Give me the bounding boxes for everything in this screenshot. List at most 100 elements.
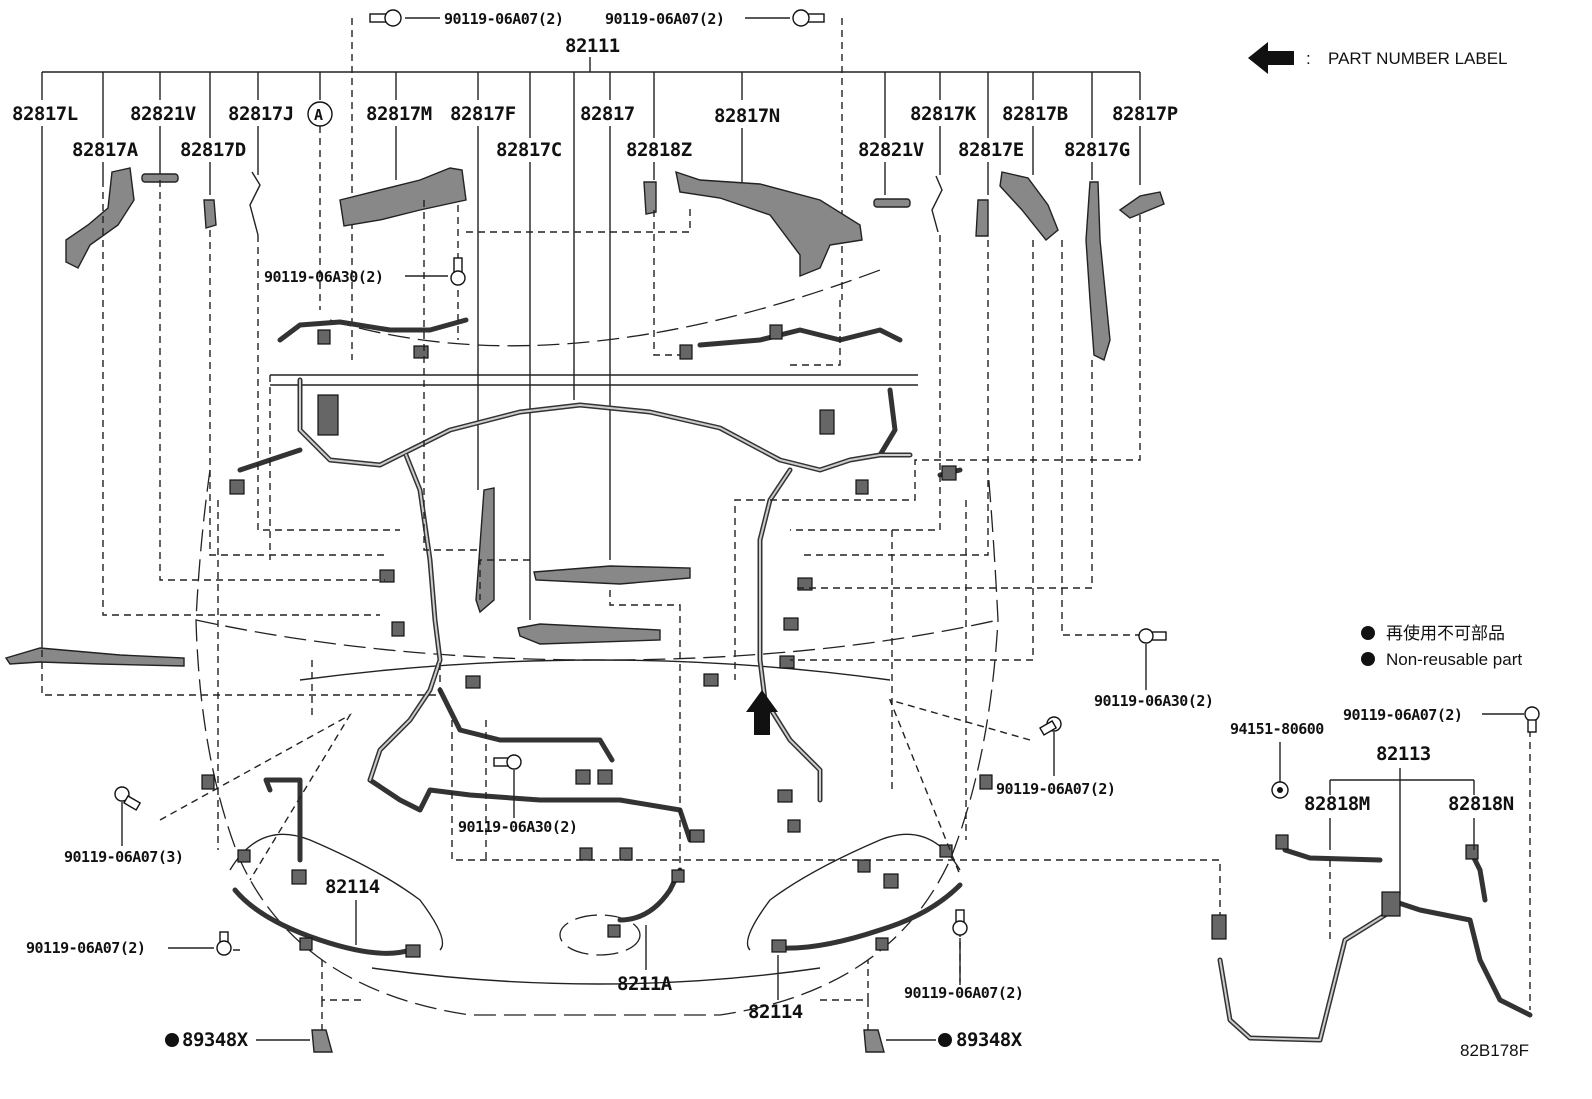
non-reusable-dot-icon bbox=[1361, 652, 1375, 666]
label-82817D: 82817D bbox=[180, 139, 246, 161]
connector bbox=[783, 617, 799, 631]
label-94151-80600: 94151-80600 bbox=[1230, 720, 1324, 738]
bracket-parts bbox=[4, 167, 1165, 667]
bolt-icon bbox=[952, 909, 968, 936]
label-bolt-a30-upper: 90119-06A30(2) bbox=[264, 268, 383, 286]
wire-82817K bbox=[931, 175, 943, 233]
connector bbox=[679, 344, 693, 360]
bracket-82818Z bbox=[643, 181, 657, 215]
connector bbox=[855, 479, 869, 495]
connector bbox=[787, 819, 801, 833]
connector bbox=[1381, 891, 1401, 917]
label-82817F: 82817F bbox=[450, 103, 516, 125]
label-82818Z: 82818Z bbox=[626, 139, 692, 161]
connector bbox=[237, 849, 251, 863]
legend-label: PART NUMBER LABEL bbox=[1328, 49, 1508, 68]
bracket-82821V-right bbox=[873, 198, 911, 208]
connector bbox=[597, 769, 613, 785]
part-number-label-arrow-icon bbox=[746, 690, 778, 735]
label-82113: 82113 bbox=[1376, 743, 1431, 765]
upper-part-labels: 82817L 82821V 82817J A 82817M 82817F 828… bbox=[12, 101, 1178, 161]
connectors bbox=[201, 324, 1479, 958]
label-82114-right: 82114 bbox=[748, 1001, 803, 1023]
bracket-82817L bbox=[4, 647, 185, 667]
non-reusable-dot-icon bbox=[165, 1033, 179, 1047]
label-bolt-top-left: 90119-06A07(2) bbox=[444, 10, 563, 28]
label-82114-left: 82114 bbox=[325, 876, 380, 898]
connector bbox=[671, 869, 685, 883]
label-bolt-a07-3: 90119-06A07(3) bbox=[64, 848, 183, 866]
label-82818N: 82818N bbox=[1448, 793, 1514, 815]
label-82817B: 82817B bbox=[1002, 103, 1068, 125]
bracket-82817N bbox=[675, 170, 863, 278]
drawing-code: 82B178F bbox=[1460, 1041, 1529, 1060]
wire-harness-82111 bbox=[232, 317, 1533, 1043]
connector bbox=[405, 944, 421, 958]
connector bbox=[229, 479, 245, 495]
bracket-82817 bbox=[533, 565, 691, 585]
connector bbox=[391, 621, 405, 637]
label-82817J: 82817J bbox=[228, 103, 294, 125]
bracket-82817B bbox=[999, 171, 1059, 241]
connector bbox=[299, 937, 313, 951]
connector bbox=[413, 345, 429, 359]
label-82817: 82817 bbox=[580, 103, 635, 125]
label-82817N: 82817N bbox=[714, 105, 780, 127]
label-bolt-a07-right-mid: 90119-06A07(2) bbox=[996, 780, 1115, 798]
label-89348X-right: 89348X bbox=[956, 1029, 1023, 1051]
connector bbox=[575, 769, 591, 785]
connector bbox=[883, 873, 899, 889]
inset-82113: 90119-06A07(2) 94151-80600 82113 82818M … bbox=[1230, 706, 1540, 1060]
connector bbox=[779, 655, 795, 669]
clip-82817E bbox=[975, 199, 989, 237]
label-82817C: 82817C bbox=[496, 139, 562, 161]
label-bolt-a07-inset: 90119-06A07(2) bbox=[1343, 706, 1462, 724]
label-82818M: 82818M bbox=[1304, 793, 1370, 815]
note-english: Non-reusable part bbox=[1386, 650, 1522, 669]
connector bbox=[317, 394, 339, 436]
connector bbox=[317, 329, 331, 345]
connector bbox=[1465, 844, 1479, 860]
wire-82817J bbox=[249, 171, 261, 236]
clip-82817F bbox=[475, 487, 495, 614]
connector bbox=[777, 789, 793, 803]
label-82817A: 82817A bbox=[72, 139, 139, 161]
connector bbox=[291, 869, 307, 885]
non-reusable-dot-icon bbox=[1361, 626, 1375, 640]
label-82817E: 82817E bbox=[958, 139, 1024, 161]
part-number-label-arrow-icon bbox=[1248, 42, 1294, 74]
label-bolt-a07-right-low: 90119-06A07(2) bbox=[904, 984, 1023, 1002]
bracket-82817M bbox=[339, 167, 467, 227]
harness-82111-bracket: 82111 bbox=[41, 35, 1141, 400]
bolt-icon bbox=[369, 9, 402, 27]
label-82111: 82111 bbox=[565, 35, 620, 57]
bolt-icon bbox=[1039, 716, 1062, 736]
bolt-icon bbox=[792, 9, 825, 27]
non-reusable-dot-icon bbox=[938, 1033, 952, 1047]
bolt-icon bbox=[216, 931, 232, 956]
connector bbox=[797, 577, 813, 591]
clip-82817D bbox=[203, 199, 217, 229]
connector bbox=[689, 829, 705, 843]
connector bbox=[941, 465, 957, 481]
connector bbox=[619, 847, 633, 861]
bolt-icon bbox=[1138, 628, 1167, 644]
connector bbox=[1211, 914, 1227, 940]
label-82817L: 82817L bbox=[12, 103, 78, 125]
label-bolt-a07-left-low: 90119-06A07(2) bbox=[26, 939, 145, 957]
label-circle-a: A bbox=[314, 106, 323, 124]
label-82817K: 82817K bbox=[910, 103, 977, 125]
bolt-icon bbox=[493, 754, 522, 770]
label-82817G: 82817G bbox=[1064, 139, 1130, 161]
legend-separator: : bbox=[1306, 49, 1311, 68]
bracket-82817C bbox=[517, 623, 661, 645]
vehicle-body-outline bbox=[195, 269, 999, 1016]
bolt-icon bbox=[1524, 706, 1540, 733]
label-82817P: 82817P bbox=[1112, 103, 1178, 125]
connector bbox=[579, 847, 593, 861]
connector bbox=[607, 924, 621, 938]
label-82821V-left: 82821V bbox=[130, 103, 196, 125]
label-bolt-a30-center: 90119-06A30(2) bbox=[458, 818, 577, 836]
